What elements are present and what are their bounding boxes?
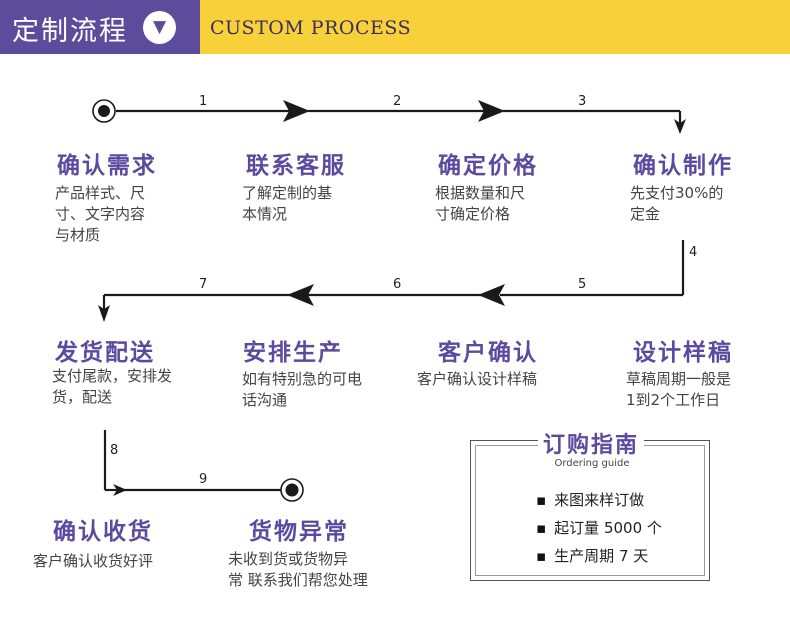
step-title-confirm-price: 确定价格 (438, 153, 538, 179)
arrow-left-icon-5 (478, 284, 505, 306)
connector-number-6: 6 (393, 277, 402, 292)
connector-number-1: 1 (199, 94, 208, 109)
chevron-down-icon: ▼ (143, 11, 176, 44)
step-title-design-draft: 设计样稿 (633, 340, 733, 366)
connector-number-7: 7 (199, 277, 208, 292)
connector-number-5: 5 (578, 277, 587, 292)
start-point-icon (92, 99, 116, 123)
step-title-confirm-receipt: 确认收货 (53, 519, 153, 545)
list-item: 起订量 5000 个 (536, 514, 662, 542)
connector-number-4: 4 (689, 245, 698, 260)
page-title: 定制流程 (12, 16, 128, 47)
header-banner: 定制流程 ▼ CUSTOM PROCESS (0, 0, 790, 54)
step-desc-confirm-price: 根据数量和尺寸确定价格 (435, 184, 526, 223)
connector-number-2: 2 (393, 94, 402, 109)
step-title-confirm-production: 确认制作 (633, 153, 733, 179)
list-item: 生产周期 7 天 (536, 542, 662, 570)
step-desc-contact-service: 了解定制的基本情况 (242, 184, 333, 223)
ordering-guide-title: 订购指南 (538, 427, 644, 459)
connector-number-8: 8 (110, 443, 119, 458)
step-title-goods-exception: 货物异常 (249, 519, 349, 545)
arrow-right-icon-8 (113, 484, 127, 496)
page-subtitle: CUSTOM PROCESS (210, 17, 412, 39)
step-desc-arrange-production: 如有特别急的可电话沟通 (242, 370, 363, 409)
step-desc-customer-confirm: 客户确认设计样稿 (417, 370, 538, 388)
connector-number-3: 3 (578, 94, 587, 109)
step-desc-shipping: 支付尾款，安排发货，配送 (52, 367, 173, 406)
ordering-guide-subtitle: Ordering guide (554, 458, 630, 469)
header-title-block: 定制流程 ▼ (0, 0, 200, 54)
arrow-down-icon-3 (674, 119, 686, 134)
arrow-right-icon-1 (283, 100, 310, 122)
step-desc-confirm-receipt: 客户确认收货好评 (33, 552, 154, 570)
step-title-arrange-production: 安排生产 (243, 340, 343, 366)
chevron-down-glyph: ▼ (152, 17, 167, 37)
step-title-contact-service: 联系客服 (246, 153, 346, 179)
step-title-customer-confirm: 客户确认 (438, 340, 538, 366)
list-item: 来图来样订做 (536, 486, 662, 514)
arrow-right-icon-2 (478, 100, 505, 122)
arrow-down-icon-7 (98, 305, 110, 322)
step-title-confirm-requirements: 确认需求 (57, 153, 157, 179)
ordering-guide-list: 来图来样订做 起订量 5000 个 生产周期 7 天 (536, 486, 662, 570)
step-desc-confirm-production: 先支付30%的定金 (630, 184, 724, 223)
step-desc-confirm-requirements: 产品样式、尺寸、文字内容与材质 (55, 184, 146, 244)
ordering-guide-inner-border: 订购指南 Ordering guide 来图来样订做 起订量 5000 个 生产… (475, 427, 705, 576)
end-point-icon (280, 478, 304, 502)
step-desc-goods-exception: 未收到货或货物异常 联系我们帮您处理 (228, 550, 368, 589)
step-title-shipping: 发货配送 (55, 340, 155, 366)
arrow-left-icon-6 (287, 284, 314, 306)
ordering-guide-box: 订购指南 Ordering guide 来图来样订做 起订量 5000 个 生产… (470, 427, 710, 581)
connector-number-9: 9 (199, 472, 208, 487)
